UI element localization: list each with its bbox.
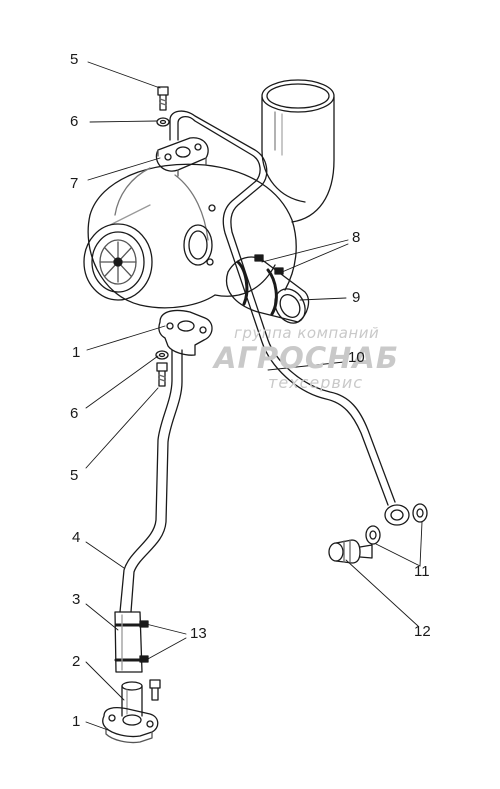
lower-bolt — [149, 679, 161, 701]
callout-sealing-washers: 11 — [414, 563, 430, 580]
upper-flange — [155, 137, 209, 177]
watermark-tagline: группа компаний — [234, 324, 380, 342]
callout-supply-pipe: 10 — [348, 349, 365, 366]
callout-middle-washer: 6 — [70, 405, 79, 422]
callout-middle-flange: 1 — [72, 344, 81, 361]
upper-washer — [156, 117, 170, 127]
callout-upper-flange: 7 — [70, 175, 79, 192]
short-pipe — [121, 681, 143, 717]
oil-supply-pipe — [169, 110, 410, 526]
callout-lower-flange: 1 — [72, 713, 81, 730]
callout-lower-hose: 3 — [72, 591, 81, 608]
watermark-subbrand: техсервис — [268, 373, 364, 392]
middle-bolt — [156, 362, 168, 387]
callout-upper-bolt: 5 — [70, 51, 79, 68]
callout-short-pipe: 2 — [72, 653, 81, 670]
lower-flange — [102, 707, 159, 744]
leader-lines — [85, 61, 423, 731]
middle-flange — [158, 309, 213, 356]
drain-hose — [225, 254, 310, 324]
callout-banjo-bolt: 12 — [414, 623, 431, 640]
callout-upper-washer: 6 — [70, 113, 79, 130]
upper-bolt — [157, 86, 169, 111]
drain-hose-lower — [114, 611, 149, 673]
compressor-inlet — [83, 223, 153, 301]
oil-drain-pipe — [119, 349, 183, 613]
sealing-washers — [365, 503, 428, 545]
middle-washer — [155, 350, 169, 360]
callout-drain-hose: 9 — [352, 289, 361, 306]
exhaust-elbow — [261, 79, 335, 223]
callout-drain-pipe: 4 — [72, 529, 81, 546]
turbocharger-housing — [87, 163, 297, 309]
callout-lower-clamps: 13 — [190, 625, 207, 642]
watermark-brand: АГРОСНАБ — [214, 341, 399, 375]
callout-hose-clamps: 8 — [352, 229, 361, 246]
banjo-bolt — [328, 539, 373, 564]
callout-middle-bolt: 5 — [70, 467, 79, 484]
